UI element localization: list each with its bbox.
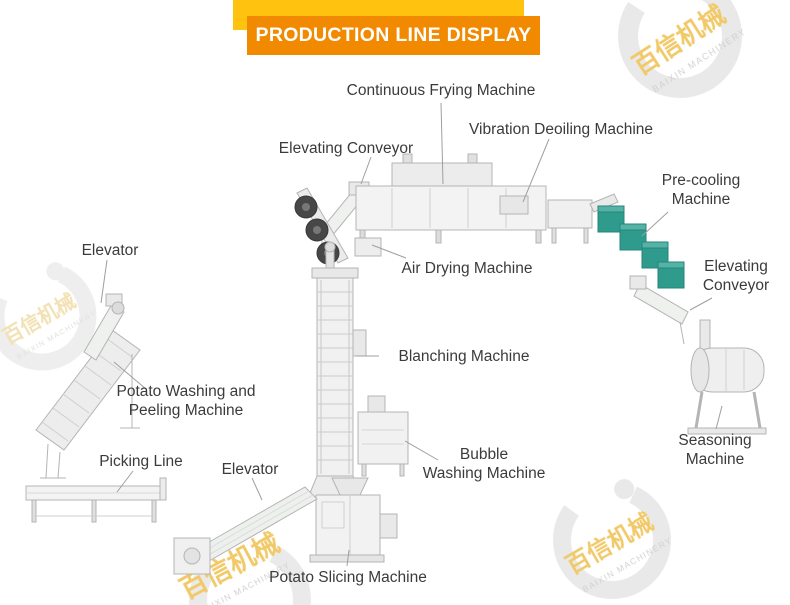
label-line: Potato Washing and (116, 383, 256, 400)
banner-title: PRODUCTION LINE DISPLAY (247, 16, 540, 55)
elevating-conveyor-right-illustration (629, 275, 689, 345)
leader-elevating-conveyor-right (689, 297, 713, 311)
leader-picking-line (116, 470, 134, 493)
watermark-dot (46, 262, 65, 281)
leader-seasoning (715, 405, 723, 430)
picking-line-illustration (25, 477, 167, 523)
label-potato-washing-peeling-machine: Potato Washing and Peeling Machine (116, 382, 255, 420)
label-picking-line: Picking Line (99, 452, 183, 471)
elevator-bottom-illustration (173, 486, 318, 575)
watermark-swirl (618, 0, 742, 98)
label-elevating-conveyor-top: Elevating Conveyor (279, 139, 413, 158)
label-line: Vibration Deoiling Machine (468, 121, 654, 138)
label-bubble-washing-machine: Bubble Washing Machine (423, 445, 546, 483)
label-elevator-left: Elevator (82, 241, 139, 260)
leader-bubble-washing (404, 440, 439, 461)
label-line: Potato Slicing Machine (269, 569, 427, 586)
leader-potato-slicing (346, 549, 350, 567)
watermark-dot (614, 479, 635, 500)
watermark-logo-top-right: 百信机械 BAIXIN MACHINERY (618, 0, 748, 98)
label-line: Conveyor (702, 277, 770, 294)
label-line: Elevating (704, 258, 768, 275)
bubble-washing-machine-illustration (357, 395, 409, 477)
banner-title-text: PRODUCTION LINE DISPLAY (255, 24, 532, 46)
label-pre-cooling-machine: Pre-cooling Machine (662, 171, 740, 209)
label-line: Pre-cooling (661, 172, 741, 189)
leader-air-drying (371, 244, 407, 259)
leader-vibration-deoiling (522, 138, 550, 203)
vibration-deoiling-machine-illustration (547, 193, 619, 244)
label-potato-slicing-machine: Potato Slicing Machine (269, 568, 427, 587)
leader-lines (100, 102, 723, 567)
label-line: Continuous Frying Machine (346, 82, 536, 99)
pre-cooling-machine-illustration (597, 205, 685, 289)
label-line: Machine (685, 451, 745, 468)
elevator-left-illustration (83, 293, 125, 361)
watermark-swirl (189, 539, 311, 605)
label-line: Machine (671, 191, 731, 208)
leader-continuous-frying (440, 102, 444, 185)
label-air-drying-machine: Air Drying Machine (402, 259, 533, 278)
continuous-frying-machine-illustration (355, 153, 547, 244)
leader-pre-cooling (641, 211, 669, 237)
leader-washing-peeling (113, 361, 147, 390)
leader-elevating-conveyor-top (360, 156, 372, 185)
label-line: Seasoning (678, 432, 752, 449)
label-vibration-deoiling-machine: Vibration Deoiling Machine (469, 120, 653, 139)
label-line: Elevator (221, 461, 279, 478)
label-line: Elevator (81, 242, 139, 259)
label-continuous-frying-machine: Continuous Frying Machine (347, 81, 536, 100)
label-seasoning-machine: Seasoning Machine (678, 431, 751, 469)
leader-elevator-bottom (251, 477, 263, 501)
label-line: Bubble (459, 446, 509, 463)
machinery-layer (25, 153, 767, 575)
label-line: Blanching Machine (398, 348, 530, 365)
label-line: Peeling Machine (128, 402, 244, 419)
label-line: Washing Machine (422, 465, 546, 482)
label-line: Air Drying Machine (401, 260, 533, 277)
seasoning-machine-illustration (687, 319, 767, 435)
label-elevator-bottom: Elevator (222, 460, 279, 479)
label-line: Elevating Conveyor (278, 140, 414, 157)
label-elevating-conveyor-right: Elevating Conveyor (703, 257, 769, 295)
watermark-swirl (553, 481, 671, 599)
blanching-machine-illustration (307, 241, 367, 499)
leader-elevator-left (100, 259, 108, 304)
label-line: Picking Line (99, 453, 183, 470)
label-blanching-machine: Blanching Machine (399, 347, 530, 366)
